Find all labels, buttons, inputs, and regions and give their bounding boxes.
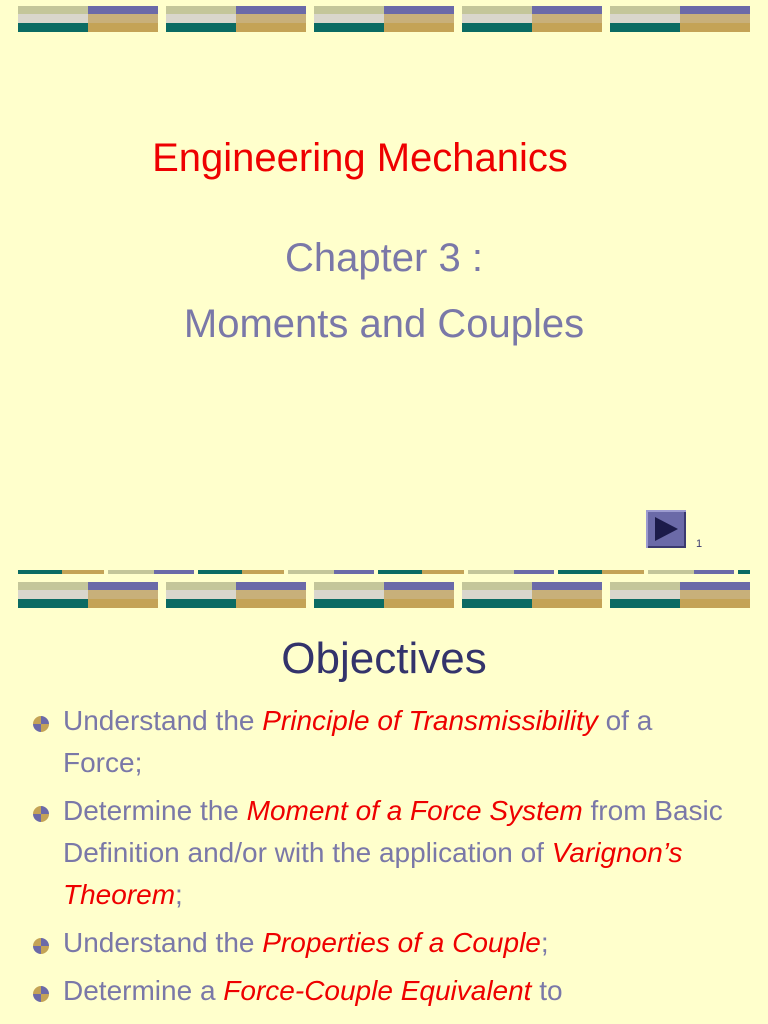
slide-2 bbox=[0, 578, 768, 1024]
play-triangle-icon bbox=[655, 517, 678, 541]
deco-block bbox=[166, 6, 306, 32]
deco-block bbox=[314, 582, 454, 608]
deco-block bbox=[166, 582, 306, 608]
top-decorative-band bbox=[18, 6, 750, 32]
objectives-list: Understand the Principle of Transmissibi… bbox=[0, 700, 768, 1018]
bullet-text: Understand the bbox=[63, 927, 263, 958]
list-item: Determine a Force-Couple Equivalent to bbox=[0, 970, 768, 1012]
quadrant-disc-icon bbox=[33, 986, 49, 1002]
slide-1: Engineering Mechanics Chapter 3 : Moment… bbox=[18, 6, 750, 550]
bullet-emphasis: Properties of a Couple bbox=[262, 927, 541, 958]
list-item: Determine the Moment of a Force System f… bbox=[0, 790, 768, 916]
bullet-text: Understand the bbox=[63, 705, 263, 736]
bullet-text: from Basic Definition and/or with the ap… bbox=[63, 795, 723, 868]
objectives-heading: Objectives bbox=[281, 634, 487, 683]
page-number: 1 bbox=[696, 538, 703, 550]
quadrant-disc-icon bbox=[33, 806, 49, 822]
slide-subtitle: Moments and Couples bbox=[183, 302, 585, 346]
slide-title: Engineering Mechanics bbox=[152, 136, 568, 180]
bullet-text: Determine a bbox=[63, 975, 224, 1006]
bullet-text: ; bbox=[175, 879, 183, 910]
list-item: Understand the Properties of a Couple; bbox=[0, 922, 768, 964]
deco-block bbox=[462, 6, 602, 32]
quadrant-disc-icon bbox=[33, 716, 49, 732]
bullet-emphasis: Varignon’s Theorem bbox=[63, 837, 683, 910]
deco-block bbox=[462, 582, 602, 608]
deco-block bbox=[610, 6, 750, 32]
deco-block bbox=[314, 6, 454, 32]
deco-block bbox=[18, 6, 158, 32]
deco-block bbox=[18, 582, 158, 608]
list-item: Understand the Principle of Transmissibi… bbox=[0, 700, 768, 784]
bullet-text: of a Force; bbox=[63, 705, 653, 778]
bullet-text: Determine the bbox=[63, 795, 247, 826]
slide-divider bbox=[18, 570, 750, 574]
bullet-emphasis: Force-Couple Equivalent bbox=[223, 975, 532, 1006]
bullet-text: ; bbox=[540, 927, 549, 958]
next-slide-button[interactable] bbox=[646, 510, 686, 548]
bullet-text: to bbox=[531, 975, 563, 1006]
quadrant-disc-icon bbox=[33, 938, 49, 954]
chapter-label: Chapter 3 : bbox=[285, 236, 483, 280]
deco-block bbox=[610, 582, 750, 608]
top-decorative-band bbox=[18, 582, 750, 608]
bullet-emphasis: Principle of Transmissibility bbox=[262, 705, 598, 736]
bullet-emphasis: Moment of a Force System bbox=[246, 795, 583, 826]
